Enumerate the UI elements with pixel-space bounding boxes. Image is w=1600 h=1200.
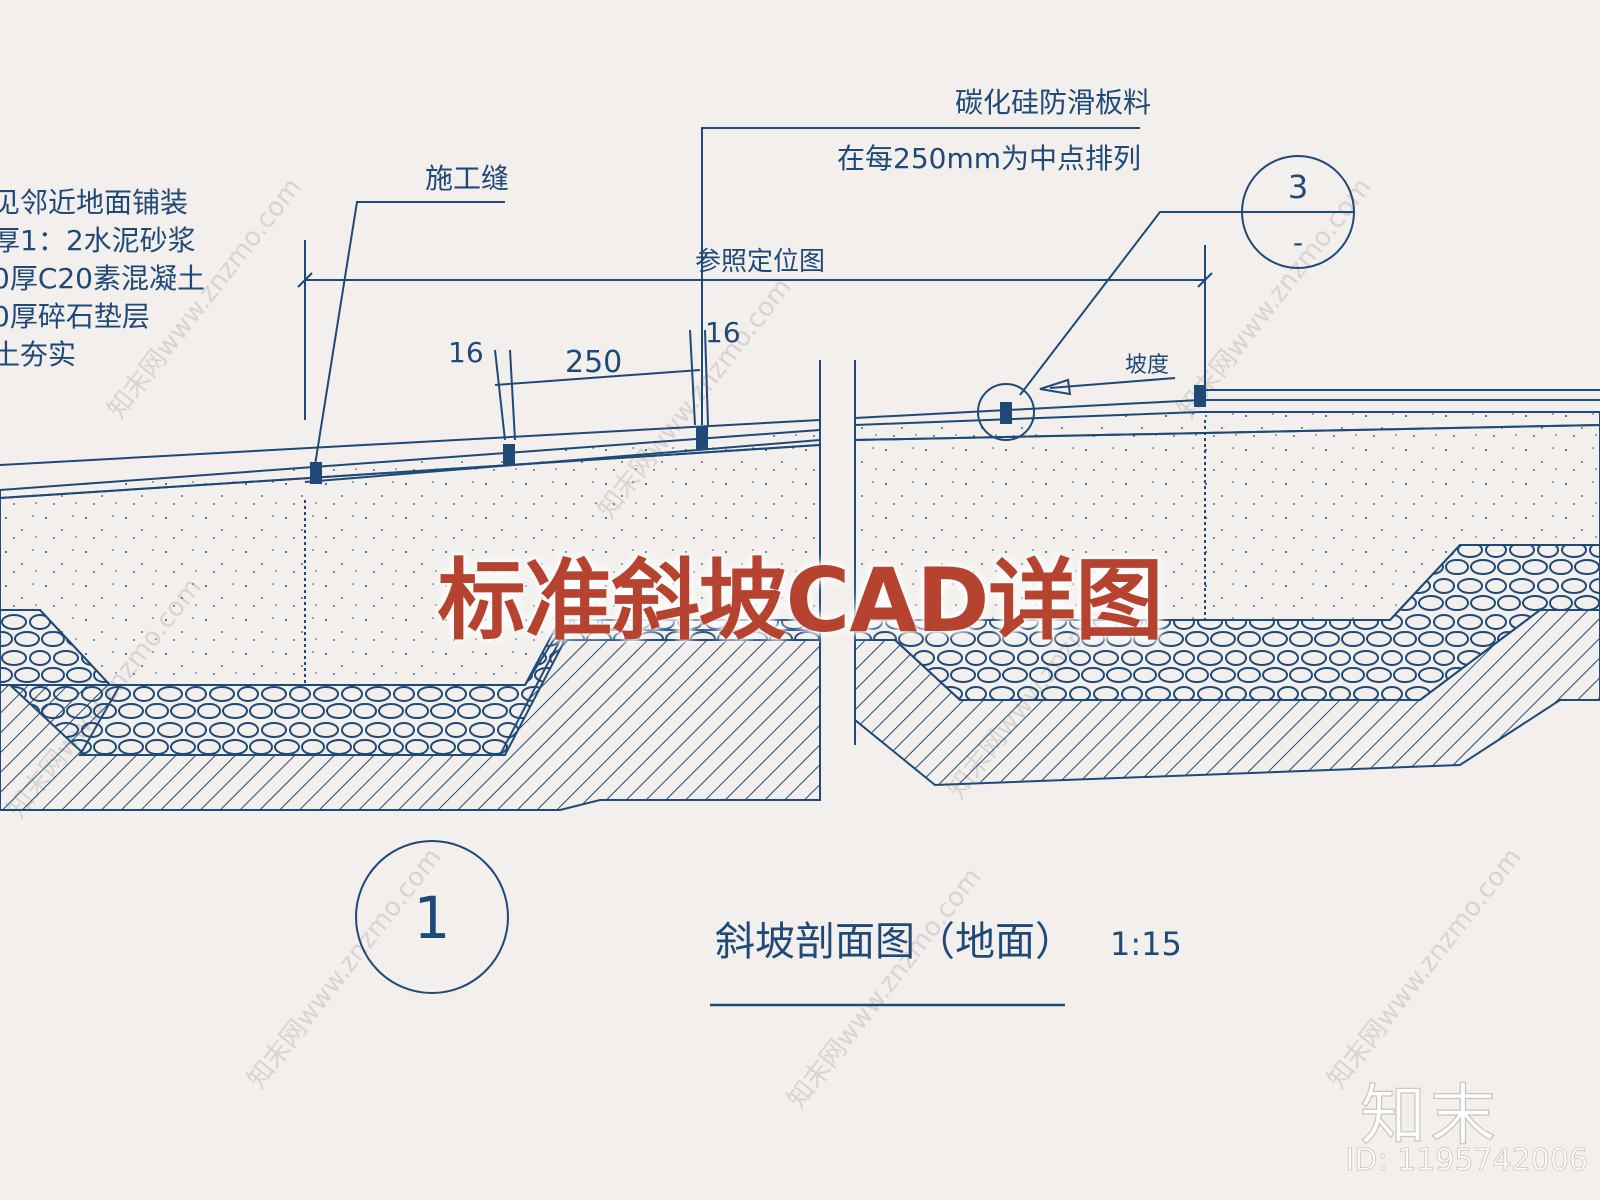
detail-sheet: - [1293, 226, 1303, 259]
slope-arrow-line [1049, 377, 1176, 389]
image-id: ID: 1195742006 [1345, 1143, 1588, 1179]
surface-top-left [0, 419, 821, 466]
watermark-4: 知末网www.znzmo.com [242, 843, 448, 1095]
slip-strip-1 [310, 462, 322, 484]
dim-spacing [494, 369, 701, 386]
dim-ext-d [704, 329, 709, 426]
break-gap [821, 360, 854, 760]
watermark-6: 知末网www.znzmo.com [1322, 843, 1528, 1095]
surface-top-right [854, 399, 1201, 419]
material-label: 碳化硅防滑板料 [955, 86, 1151, 119]
brand-logo: 知末 [1359, 1076, 1500, 1154]
leader-material [701, 127, 1140, 425]
layer-note-3: 0厚碎石垫层 [0, 300, 150, 333]
dim-left-gap: 16 [448, 336, 484, 369]
dim-ext-c [689, 329, 696, 426]
dim-right-gap: 16 [705, 316, 741, 349]
dim-tick-right [1197, 272, 1213, 288]
slip-strip-4 [1000, 402, 1012, 424]
layer-note-1: 厚1：2水泥砂浆 [0, 224, 196, 257]
slip-strip-3 [696, 427, 708, 449]
leader-construction-joint [314, 201, 505, 466]
dim-ext-a [494, 349, 506, 441]
spacing-note-label: 在每250mm为中点排列 [837, 142, 1141, 175]
scale-label: 1:15 [1110, 925, 1182, 963]
slip-strip-2 [503, 444, 515, 466]
layer-note-4: 土夯实 [0, 338, 76, 371]
layer-note-0: 见邻近地面铺装 [0, 186, 188, 219]
watermark-5: 知末网www.znzmo.com [782, 863, 988, 1115]
section-number: 1 [414, 884, 451, 952]
dim-ext-b [509, 349, 516, 441]
dim-spacing-text: 250 [565, 345, 622, 380]
layer-note-2: 0厚C20素混凝土 [0, 262, 205, 295]
reference-label: 参照定位图 [695, 247, 825, 277]
dim-tick-left [297, 272, 313, 288]
leader-detail [1019, 211, 1250, 396]
slope-label: 坡度 [1125, 353, 1169, 378]
detail-number: 3 [1288, 168, 1308, 206]
slope-surface-left [304, 439, 821, 483]
construction-joint-label: 施工缝 [425, 162, 509, 195]
detail-zoom-circle [977, 383, 1035, 441]
slip-strip-5 [1194, 385, 1206, 407]
slope-arrow-head [1039, 378, 1072, 396]
banner-title: 标准斜坡CAD详图 [437, 549, 1164, 652]
section-title: 斜坡剖面图（地面） [715, 919, 1075, 965]
section-callout-circle [355, 840, 509, 994]
